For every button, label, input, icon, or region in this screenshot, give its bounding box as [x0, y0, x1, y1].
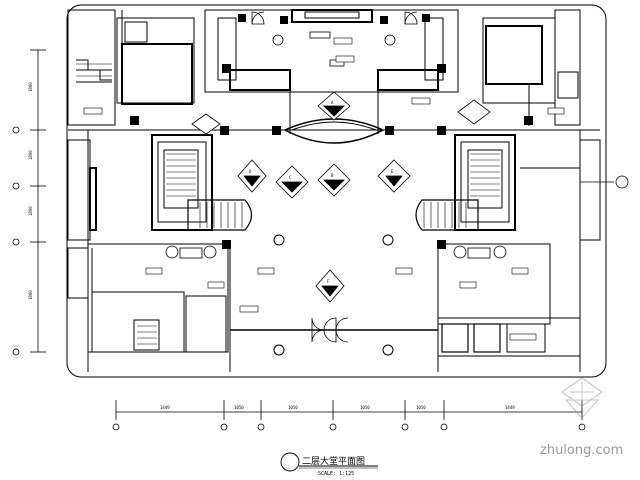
section-marker-id: F — [327, 279, 330, 284]
dimension-label: 1800 — [28, 206, 33, 216]
watermark-text: zhulong.com — [540, 443, 623, 458]
dimension-label: 1449 — [160, 405, 170, 410]
drawing-scale: SCALE: 1:125 — [318, 471, 354, 477]
building-walls — [67, 9, 601, 372]
watermark-logo — [560, 377, 604, 419]
section-marker-id: B — [331, 173, 334, 178]
section-markers — [191, 91, 491, 303]
dimension-label: 1800 — [28, 290, 33, 300]
dimension-label: 1449 — [505, 405, 515, 410]
stair-treads — [76, 63, 500, 345]
section-marker — [317, 91, 351, 121]
dimension-lines — [12, 49, 629, 431]
drawing-title: 二层大堂平面图 — [302, 455, 365, 467]
section-marker-sheet: EL-1 — [329, 107, 339, 112]
dimension-label: 1800 — [28, 150, 33, 160]
drawing-title-block — [280, 452, 378, 472]
section-marker — [275, 165, 309, 199]
lobby-furniture — [165, 31, 507, 259]
dimension-label: 1050 — [234, 405, 244, 410]
annotation-tags — [83, 37, 565, 341]
section-marker-sheet: EL-3 — [389, 176, 399, 181]
dimension-label: 1050 — [360, 405, 370, 410]
section-marker-sheet: EL-2 — [246, 176, 256, 181]
section-marker — [237, 159, 267, 193]
section-marker-sheet: EL-2 — [287, 182, 297, 187]
light-fixtures — [273, 234, 394, 356]
dimension-label: 1050 — [288, 405, 298, 410]
structural-columns — [130, 14, 533, 249]
dimension-label: 1800 — [28, 82, 33, 92]
section-marker-sheet: EL-1 — [329, 180, 339, 185]
sheet-border — [66, 4, 607, 378]
section-marker-id: A — [331, 100, 334, 105]
section-marker — [377, 159, 411, 193]
title-circle — [280, 452, 300, 472]
section-marker-id: E — [391, 169, 394, 174]
door-swings — [251, 11, 418, 343]
section-marker — [191, 99, 491, 303]
section-marker-sheet: EL-3 — [325, 286, 335, 291]
section-marker-id: C — [289, 175, 292, 180]
dimension-label: 1050 — [416, 405, 426, 410]
section-marker — [317, 163, 351, 197]
section-marker-id: D — [249, 169, 252, 174]
